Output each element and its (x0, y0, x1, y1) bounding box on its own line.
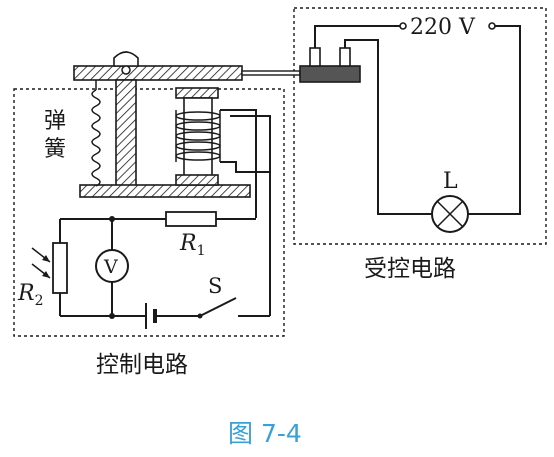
switch-blade (199, 297, 237, 317)
pivot-hole (121, 65, 131, 75)
wire-contact-to-terminal (314, 25, 400, 48)
terminal-left (399, 22, 407, 30)
magnet-core (183, 97, 213, 177)
armature-rod (241, 70, 301, 76)
spring-label-1: 弹 (44, 109, 66, 134)
controlled-circuit-label: 受控电路 (364, 256, 456, 282)
spring-label-2: 簧 (44, 137, 66, 162)
voltage-label: 220 V (410, 15, 476, 40)
pivot (113, 51, 139, 67)
wire-right-side (468, 25, 521, 215)
coil-windings (175, 110, 221, 162)
contact-block (299, 65, 361, 83)
resistor-r1 (165, 211, 217, 227)
light-arrows (31, 247, 51, 279)
magnet-bottom-plate (175, 174, 219, 186)
coil-lead-lower (220, 115, 271, 173)
relay-base (79, 184, 251, 198)
vertical-post (115, 79, 137, 187)
coil-lead-right (220, 109, 257, 218)
lamp-cross-2 (436, 200, 464, 228)
control-circuit-box (13, 88, 285, 337)
spring (91, 89, 101, 187)
controlled-circuit-box (293, 7, 547, 245)
magnet-top-plate (175, 87, 219, 99)
r2-label: R2 (17, 281, 44, 309)
voltmeter-label: V (103, 256, 118, 278)
terminal-right (488, 22, 496, 30)
r1-label: R1 (179, 231, 206, 259)
lamp-label: L (443, 169, 458, 194)
wire-lamp-left (344, 39, 432, 215)
figure-caption: 图 7-4 (228, 419, 302, 448)
contact-left (309, 47, 321, 67)
contact-right (339, 47, 351, 67)
resistor-r2 (52, 242, 68, 294)
junction-top (109, 216, 115, 222)
control-circuit-label: 控制电路 (96, 352, 188, 378)
armature-bar (73, 65, 243, 81)
switch-label: S (208, 274, 222, 298)
